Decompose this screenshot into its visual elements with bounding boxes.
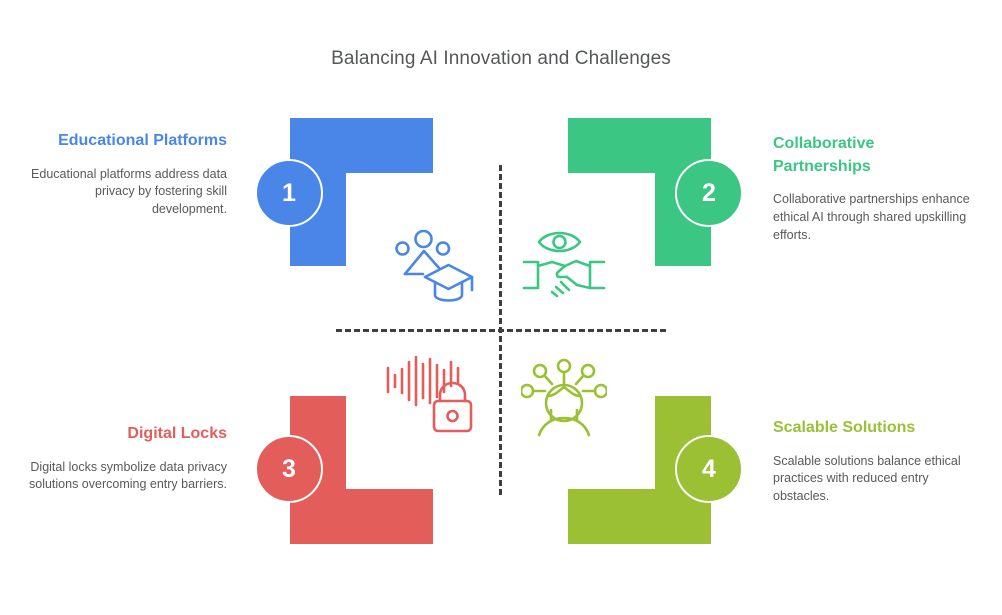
quadrant-4-body: Scalable solutions balance ethical pract… (773, 453, 961, 504)
soundwave-padlock-icon (386, 356, 473, 433)
quadrant-3-shape-bar (290, 489, 433, 544)
infographic-title: Balancing AI Innovation and Challenges (331, 48, 671, 69)
quadrant-1-number: 1 (282, 178, 296, 207)
quadrant-3-body: Digital locks symbolize data privacy sol… (29, 459, 227, 492)
quadrant-4-shape-bar (568, 489, 711, 544)
quadrant-1-heading: Educational Platforms (58, 132, 227, 149)
quadrant-2-heading: Collaborative Partnerships (773, 135, 875, 175)
quadrant-3-text: Digital Locks Digital locks symbolize da… (27, 423, 227, 494)
quadrant-1-body: Educational platforms address data priva… (31, 166, 227, 217)
quadrant-2-text: Collaborative Partnerships Collaborative… (773, 133, 973, 245)
quadrant-3-heading: Digital Locks (127, 425, 227, 442)
person-network-nodes-icon (521, 358, 607, 437)
quadrant-4-number-badge[interactable]: 4 (675, 435, 743, 503)
quadrant-2-number-badge[interactable]: 2 (675, 159, 743, 227)
graduation-cap-network-icon (395, 229, 474, 302)
quadrant-2-number: 2 (702, 178, 716, 207)
quadrant-4-heading: Scalable Solutions (773, 419, 916, 436)
quadrant-1-text: Educational Platforms Educational platfo… (27, 130, 227, 219)
quadrant-2-body: Collaborative partnerships enhance ethic… (773, 192, 970, 242)
quadrant-3-number: 3 (282, 454, 296, 483)
quadrant-4-number: 4 (702, 454, 716, 483)
quadrant-3-number-badge[interactable]: 3 (255, 435, 323, 503)
divider-vertical (499, 165, 502, 495)
quadrant-4-text: Scalable Solutions Scalable solutions ba… (773, 417, 973, 506)
eye-handshake-icon (522, 231, 606, 298)
quadrant-1-number-badge[interactable]: 1 (255, 159, 323, 227)
